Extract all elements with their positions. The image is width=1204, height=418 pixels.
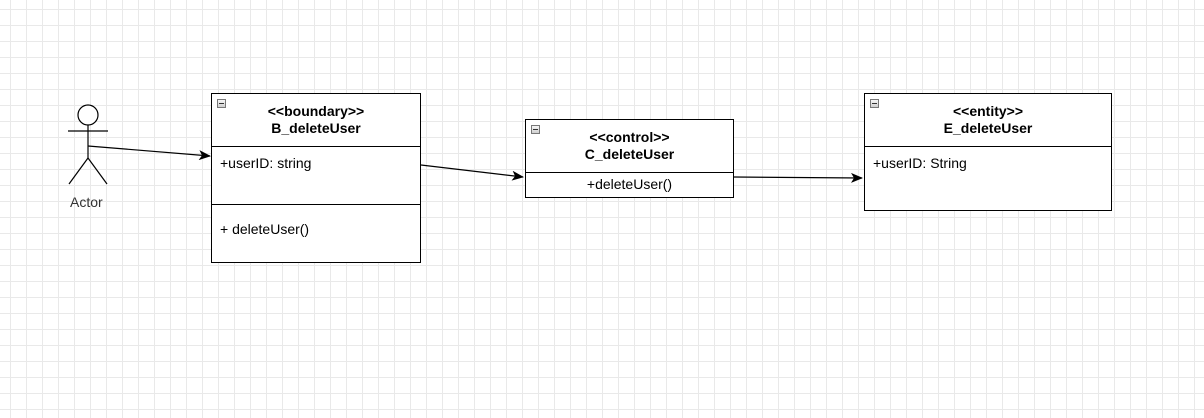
- control-class-name: C_deleteUser: [584, 146, 675, 162]
- entity-class-header: <<entity>> E_deleteUser: [865, 94, 1111, 147]
- actor-label: Actor: [70, 194, 103, 210]
- control-class-header: <<control>> C_deleteUser: [526, 120, 733, 173]
- control-class-box[interactable]: <<control>> C_deleteUser +deleteUser(): [525, 119, 734, 198]
- collapse-icon[interactable]: [217, 99, 226, 108]
- collapse-icon[interactable]: [531, 125, 540, 134]
- entity-stereotype: <<entity>>: [952, 103, 1024, 119]
- boundary-class-box[interactable]: <<boundary>> B_deleteUser +userID: strin…: [211, 93, 421, 263]
- entity-class-name: E_deleteUser: [943, 120, 1033, 136]
- collapse-icon[interactable]: [870, 99, 879, 108]
- actor-icon[interactable]: [68, 104, 108, 185]
- boundary-operations: + deleteUser(): [212, 205, 420, 238]
- association-control-to-entity[interactable]: [733, 172, 863, 183]
- control-operation: +deleteUser(): [586, 176, 673, 192]
- entity-attribute: +userID: String: [873, 155, 967, 171]
- association-actor-to-boundary[interactable]: [87, 145, 211, 161]
- entity-attributes: +userID: String: [865, 147, 1111, 172]
- boundary-class-name: B_deleteUser: [271, 120, 361, 136]
- boundary-operation: + deleteUser(): [220, 221, 310, 237]
- control-operations: +deleteUser(): [526, 173, 733, 193]
- boundary-attribute: +userID: string: [220, 155, 312, 171]
- entity-class-box[interactable]: <<entity>> E_deleteUser +userID: String: [864, 93, 1112, 211]
- boundary-class-header: <<boundary>> B_deleteUser: [212, 94, 420, 147]
- control-stereotype: <<control>>: [589, 129, 670, 145]
- association-boundary-to-control[interactable]: [420, 164, 524, 181]
- boundary-attributes: +userID: string: [212, 147, 420, 205]
- boundary-stereotype: <<boundary>>: [267, 103, 365, 119]
